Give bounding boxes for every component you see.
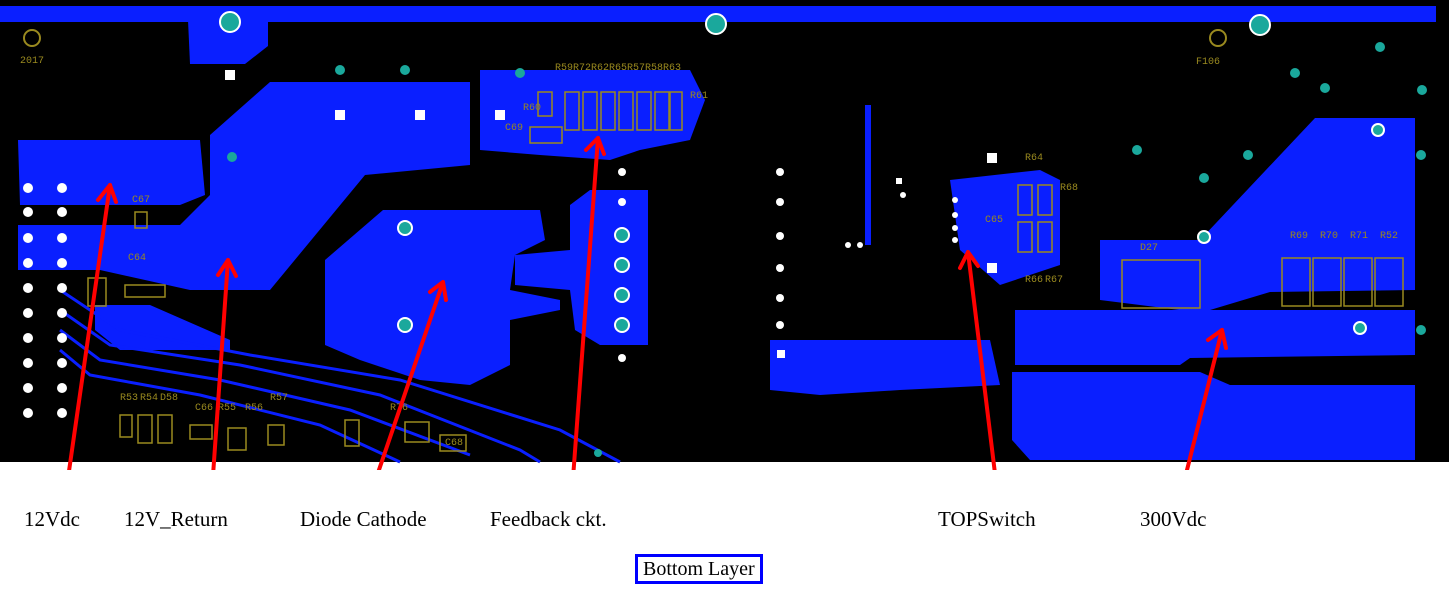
square-pads xyxy=(225,70,997,358)
designator-label: R64 xyxy=(1025,153,1043,164)
designator-label: R68 xyxy=(1060,183,1078,194)
arrow-feedback xyxy=(571,136,600,470)
silkscreen-outlines xyxy=(87,91,1404,452)
vias xyxy=(219,11,1385,335)
designator-label: C64 xyxy=(128,253,146,264)
designator-label: R67 xyxy=(1045,275,1063,286)
designator-label: R70 xyxy=(1320,231,1338,242)
left-lower-copper xyxy=(95,305,230,350)
designator-label: R69 xyxy=(1290,231,1308,242)
designator-label: R61 xyxy=(690,91,708,102)
small-vias xyxy=(227,42,1427,457)
top-left-copper-tab xyxy=(188,20,268,64)
callout-label-topswitch: TOPSwitch xyxy=(938,507,1036,531)
designator-label: R55 xyxy=(218,403,236,414)
designator-label: R60 xyxy=(523,103,541,114)
callout-arrows xyxy=(67,136,1228,470)
designator-label: R62 xyxy=(591,63,609,74)
designator-label: C67 xyxy=(132,195,150,206)
arrow-12vdc xyxy=(67,183,112,470)
designator-label: R58 xyxy=(645,63,663,74)
designator-label: R52 xyxy=(1380,231,1398,242)
arrow-300vdc xyxy=(1184,328,1224,470)
copper-300vdc xyxy=(1100,118,1415,312)
callout-label-300vdc: 300Vdc xyxy=(1140,507,1207,531)
callout-label-12vdc: 12Vdc xyxy=(24,507,80,531)
designator-label: C68 xyxy=(445,438,463,449)
drain-trace xyxy=(865,105,871,245)
designator-label: R63 xyxy=(663,63,681,74)
through-hole-pins xyxy=(23,168,958,418)
designator-label: R57 xyxy=(270,393,288,404)
arrow-12v-return xyxy=(211,258,230,470)
designator-label: R71 xyxy=(1350,231,1368,242)
designator-label: R59 xyxy=(555,63,573,74)
copper-hv-lower xyxy=(1015,310,1415,365)
designator-label: D27 xyxy=(1140,243,1158,254)
copper-topswitch-source xyxy=(770,340,1000,395)
designator-label: 2017 xyxy=(20,56,44,67)
designator-label: R53 xyxy=(120,393,138,404)
copper-diode-cathode xyxy=(325,210,560,385)
designator-label: F106 xyxy=(1196,57,1220,68)
designator-label: R56 xyxy=(245,403,263,414)
mounting-holes xyxy=(23,29,1227,47)
callout-label-diode-cathode: Diode Cathode xyxy=(300,507,427,531)
designator-label: D58 xyxy=(160,393,178,404)
arrow-diode-cathode xyxy=(376,280,445,470)
callout-label-12v-return: 12V_Return xyxy=(124,507,228,531)
copper-hv-bottom xyxy=(1012,372,1415,460)
arrow-topswitch xyxy=(966,250,997,470)
callout-label-feedback: Feedback ckt. xyxy=(490,507,607,531)
designator-label: R72 xyxy=(573,63,591,74)
copper-output-node xyxy=(515,190,648,345)
designator-label: C65 xyxy=(985,215,1003,226)
copper-12v-return xyxy=(18,82,470,290)
layer-legend: Bottom Layer xyxy=(635,554,763,584)
designator-label: R65 xyxy=(609,63,627,74)
designator-label: C69 xyxy=(505,123,523,134)
designator-label: C66 xyxy=(195,403,213,414)
designator-label: R66 xyxy=(1025,275,1043,286)
designator-label: R57 xyxy=(627,63,645,74)
designator-label: R54 xyxy=(140,393,158,404)
